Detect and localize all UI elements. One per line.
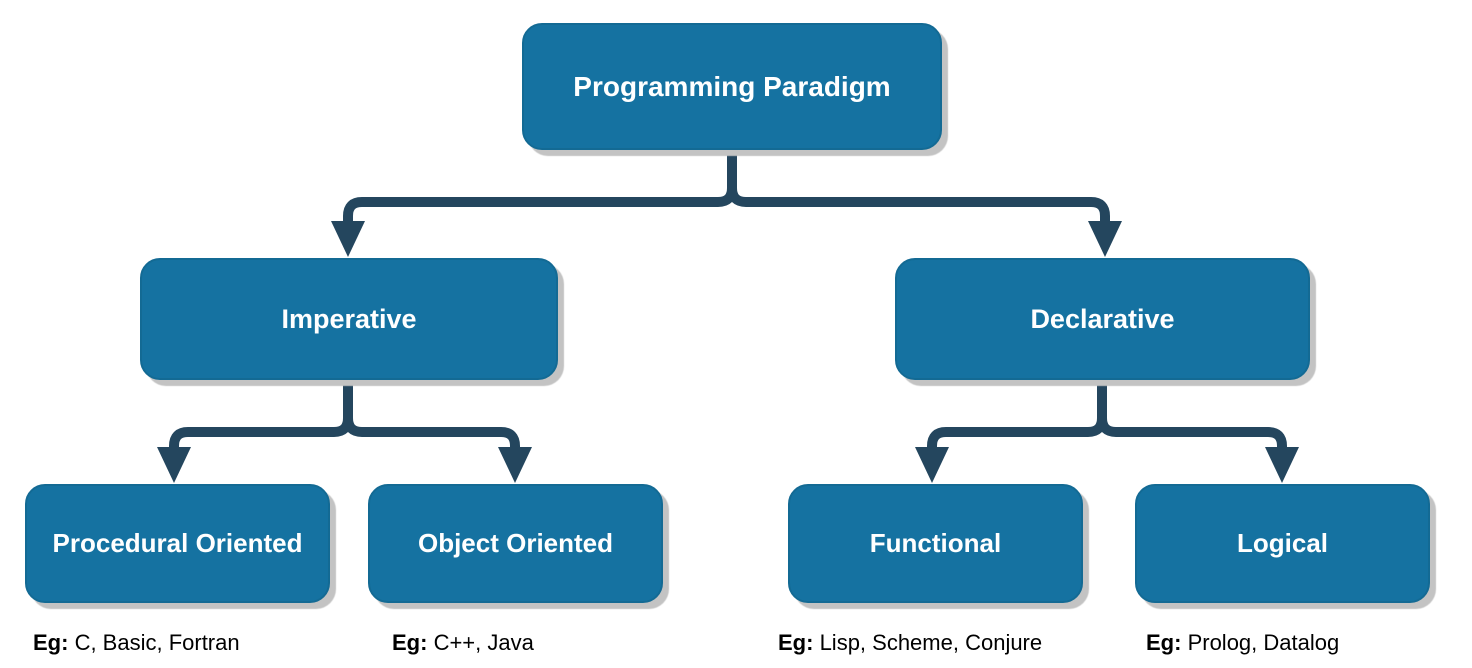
node-imperative-label: Imperative (281, 303, 417, 334)
arrowhead-object (498, 447, 532, 483)
example-functional: Eg: Lisp, Scheme, Conjure (778, 630, 1042, 656)
node-object-oriented-label: Object Oriented (417, 528, 614, 558)
node-programming-paradigm-label: Programming Paradigm (573, 70, 891, 102)
example-functional-text: Lisp, Scheme, Conjure (813, 630, 1043, 655)
node-object-oriented: Object Oriented (368, 484, 663, 603)
example-procedural-prefix: Eg: (33, 630, 69, 655)
node-procedural-oriented: Procedural Oriented (25, 484, 330, 603)
example-logical-prefix: Eg: (1146, 630, 1182, 655)
node-declarative: Declarative (895, 258, 1310, 380)
example-object-prefix: Eg: (392, 630, 428, 655)
node-procedural-oriented-label: Procedural Oriented (52, 528, 303, 558)
node-functional-label: Functional (869, 528, 1002, 558)
node-declarative-label: Declarative (1030, 303, 1175, 334)
arrowhead-procedural (157, 447, 191, 483)
example-object-oriented: Eg: C++, Java (392, 630, 534, 656)
example-procedural-oriented: Eg: C, Basic, Fortran (33, 630, 240, 656)
node-imperative: Imperative (140, 258, 558, 380)
connector-declarative-to-logical (1097, 370, 1287, 452)
example-object-text: C++, Java (427, 630, 534, 655)
example-logical-text: Prolog, Datalog (1181, 630, 1340, 655)
connector-declarative-to-functional (927, 370, 1107, 452)
node-logical: Logical (1135, 484, 1430, 603)
arrowhead-declarative (1088, 221, 1122, 257)
connector-root-to-declarative (727, 140, 1110, 226)
arrowhead-imperative (331, 221, 365, 257)
arrowhead-logical (1265, 447, 1299, 483)
node-functional: Functional (788, 484, 1083, 603)
example-procedural-text: C, Basic, Fortran (68, 630, 240, 655)
connector-imperative-to-procedural (169, 370, 353, 452)
example-logical: Eg: Prolog, Datalog (1146, 630, 1339, 656)
example-functional-prefix: Eg: (778, 630, 814, 655)
node-programming-paradigm: Programming Paradigm (522, 23, 942, 150)
connector-root-to-imperative (343, 140, 737, 226)
connector-imperative-to-object (343, 370, 520, 452)
node-logical-label: Logical (1236, 528, 1328, 558)
arrowhead-functional (915, 447, 949, 483)
